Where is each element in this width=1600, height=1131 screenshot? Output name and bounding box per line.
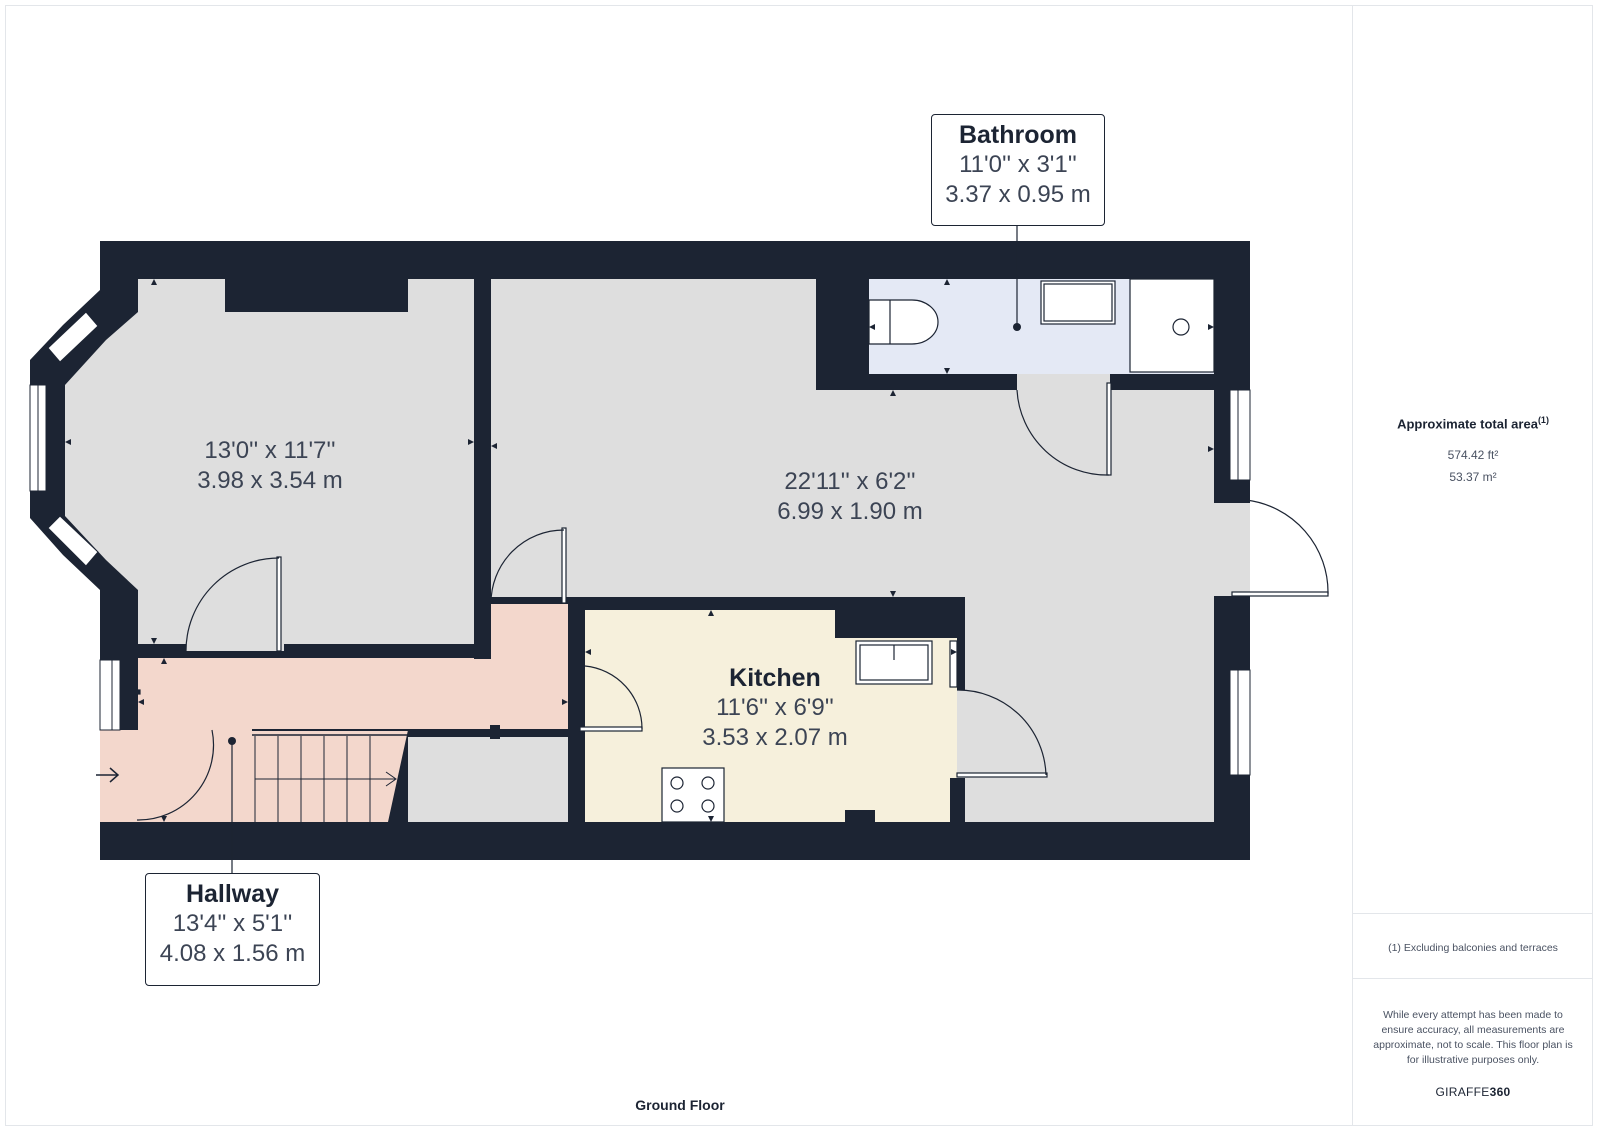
measurement-ticks (65, 279, 1214, 822)
partition-wall (568, 597, 965, 610)
area-imperial: 574.42 ft² (1447, 448, 1499, 462)
partition-wall (845, 810, 875, 822)
kitchen-dim-imperial: 11'6'' x 6'9'' (716, 694, 834, 721)
partition-wall (490, 725, 500, 739)
kitchen-fixtures (661, 640, 958, 823)
sidebar-divider (1353, 913, 1593, 914)
kitchen-label: Kitchen 11'6'' x 6'9'' 3.53 x 2.07 m (665, 664, 885, 753)
bathroom-label: Bathroom 11'0'' x 3'1'' 3.37 x 0.95 m (931, 114, 1105, 226)
stairs (254, 736, 397, 822)
partition-wall (835, 610, 965, 638)
hallway-floor (100, 604, 568, 822)
bathroom-fixtures (868, 278, 1215, 373)
front-room-dim-metric: 3.98 x 3.54 m (197, 467, 343, 494)
rear-room-floor-2 (816, 390, 1214, 597)
rear-room-dim-metric: 6.99 x 1.90 m (777, 498, 923, 525)
entry-arrowhead (109, 767, 120, 783)
brand-logo: GIRAFFE360 (1353, 1085, 1593, 1099)
windows (29, 311, 1251, 776)
floor-name: Ground Floor (635, 1097, 725, 1113)
rear-door-gap (1214, 503, 1250, 596)
partition-wall (474, 279, 491, 659)
brand-name-b: 360 (1489, 1085, 1511, 1099)
rear-room-floor (491, 279, 816, 597)
hallway-dim-metric: 4.08 x 1.56 m (159, 940, 306, 967)
hallway-name: Hallway (185, 880, 280, 908)
partition-wall (568, 610, 585, 822)
partition-wall (950, 778, 965, 822)
hallway-leader-dot (228, 737, 236, 745)
brand-name-a: GIRAFFE (1435, 1085, 1490, 1099)
front-room-label: 13'0'' x 11'7'' 3.98 x 3.54 m (160, 436, 380, 496)
bathroom-name: Bathroom (958, 121, 1078, 149)
hallway-label: Hallway 13'4'' x 5'1'' 4.08 x 1.56 m (145, 873, 320, 986)
area-note-mark: (1) (1537, 415, 1549, 425)
sidebar-divider (1353, 978, 1593, 979)
hallway-dim-imperial: 13'4'' x 5'1'' (172, 910, 293, 937)
kitchen-dim-metric: 3.53 x 2.07 m (702, 724, 848, 751)
floor-plan (29, 226, 1329, 873)
area-title: Approximate total area(1) (1353, 415, 1593, 431)
partition-wall (1214, 596, 1250, 600)
page-frame (5, 5, 1593, 1126)
area-footnote: (1) Excluding balconies and terraces (1388, 942, 1558, 954)
partition-wall (869, 374, 1017, 390)
rear-room-floor-3 (965, 597, 1214, 822)
rear-room-label: 22'11'' x 6'2'' 6.99 x 1.90 m (740, 467, 960, 527)
front-room-floor (65, 279, 474, 651)
rear-room-dim-imperial: 22'11'' x 6'2'' (784, 468, 916, 495)
partition-wall (284, 644, 474, 658)
front-room-dim-imperial: 13'0'' x 11'7'' (204, 437, 336, 464)
under-stairs-floor (408, 737, 568, 822)
area-metric: 53.37 m² (1449, 470, 1497, 484)
doors (135, 382, 1329, 821)
bathroom-dim-metric: 3.37 x 0.95 m (945, 181, 1091, 208)
partition-wall (816, 279, 869, 390)
kitchen-name: Kitchen (729, 664, 821, 692)
area-title-text: Approximate total area (1397, 416, 1538, 432)
bathroom-leader-dot (1013, 323, 1021, 331)
disclaimer: While every attempt has been made to ens… (1373, 1009, 1573, 1066)
bathroom-door-gap (1017, 374, 1110, 390)
partition-wall (138, 644, 186, 658)
info-sidebar: Approximate total area(1) 574.42 ft² 53.… (1352, 5, 1593, 1126)
bathroom-dim-imperial: 11'0'' x 3'1'' (959, 151, 1077, 178)
kitchen-door-gap (957, 690, 965, 778)
partition-wall (1110, 374, 1214, 390)
